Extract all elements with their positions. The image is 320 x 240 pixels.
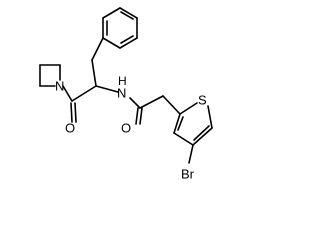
bond xyxy=(188,144,194,164)
bond xyxy=(179,102,198,115)
bond xyxy=(119,37,138,49)
bond xyxy=(139,107,143,125)
bromine-label: Br xyxy=(181,167,195,182)
bond xyxy=(70,102,73,123)
atom-labels: N N H O O S Br xyxy=(55,74,207,182)
amide-n-label: N xyxy=(117,86,126,101)
bond xyxy=(135,107,139,125)
bond xyxy=(193,125,210,141)
thiophene-s-label: S xyxy=(198,93,207,108)
right-carbonyl-o-label: O xyxy=(121,121,131,136)
bond xyxy=(95,85,119,93)
backbone xyxy=(62,37,181,125)
bond xyxy=(207,105,213,129)
molecule-structure: N N H O O S Br xyxy=(39,7,213,182)
azetidine-n-label: N xyxy=(55,79,64,94)
azetidine-ring xyxy=(39,64,61,87)
bond xyxy=(62,85,73,102)
bond xyxy=(177,116,184,131)
bond xyxy=(192,127,213,146)
bond xyxy=(119,7,138,19)
bond xyxy=(102,7,121,19)
bond xyxy=(173,113,181,134)
left-carbonyl-o-label: O xyxy=(65,121,75,136)
amide-h-label: H xyxy=(118,74,127,88)
bond xyxy=(173,132,194,146)
bond xyxy=(129,97,141,109)
bond xyxy=(139,95,164,109)
bond xyxy=(102,37,121,49)
bond xyxy=(71,85,97,102)
bond xyxy=(91,59,97,87)
bond xyxy=(74,102,77,123)
bond xyxy=(91,37,104,61)
bond xyxy=(120,35,134,44)
bond xyxy=(162,95,181,115)
bond xyxy=(120,11,134,20)
benzene-ring xyxy=(102,7,138,49)
thiophene-ring xyxy=(173,102,213,164)
